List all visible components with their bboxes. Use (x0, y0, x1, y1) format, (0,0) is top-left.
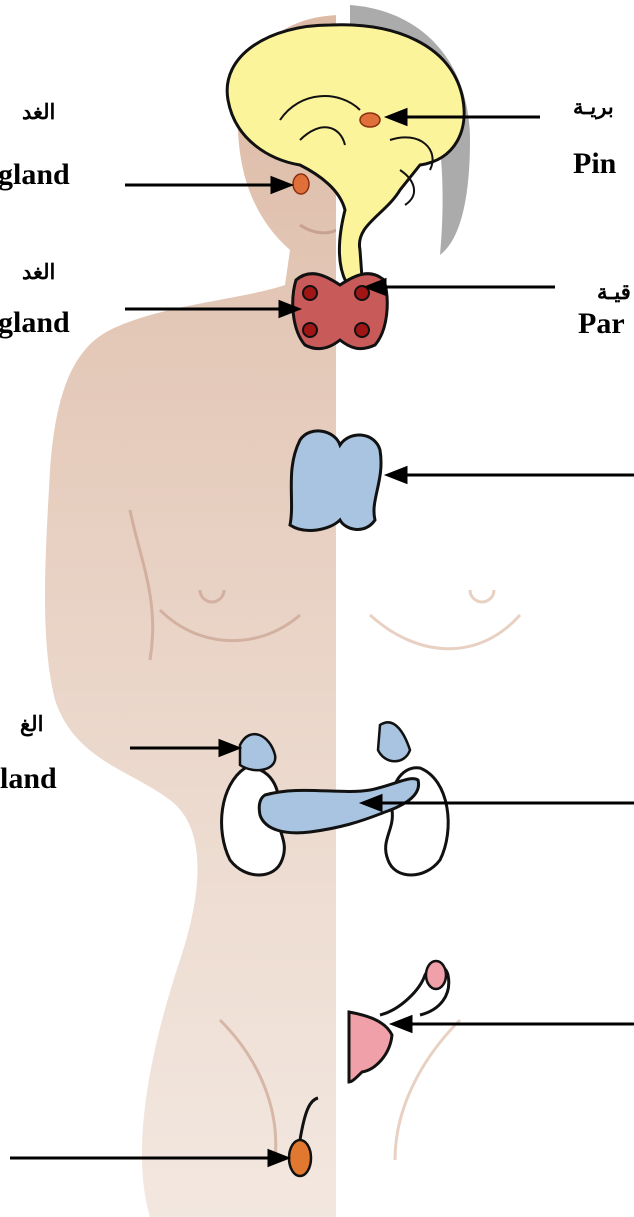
parathyroid-label-arabic: قيـة (597, 280, 631, 305)
pineal-gland (360, 113, 380, 127)
pineal-label-english: Pin (573, 147, 616, 181)
pituitary-label-english: gland (0, 158, 70, 192)
thyroid-label-english: gland (0, 306, 70, 340)
thymus-gland (290, 431, 381, 531)
thyroid-label-arabic: الغد (22, 260, 55, 285)
pituitary-label-arabic: الغد (22, 100, 55, 125)
adrenal-label-english: land (0, 762, 57, 796)
pineal-label-arabic: بريـة (573, 95, 614, 120)
parathyroid-label-english: Par (578, 307, 625, 341)
pituitary-gland (293, 174, 309, 194)
adrenal-label-arabic: الغ (20, 712, 43, 737)
